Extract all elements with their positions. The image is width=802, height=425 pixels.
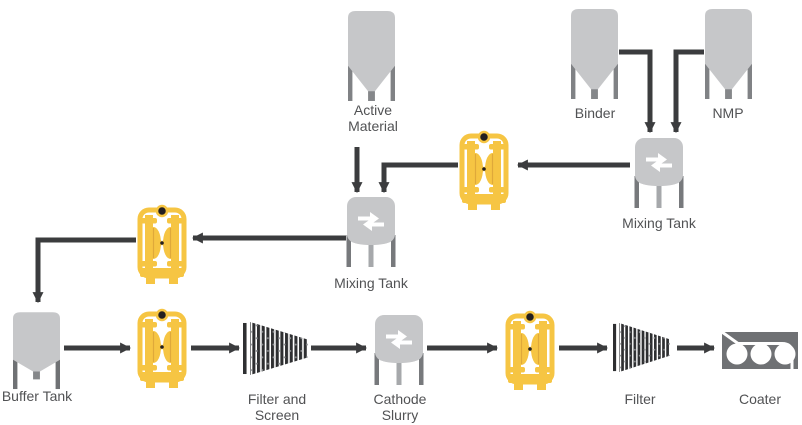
flow-arrow [670,49,704,134]
tank-icon [13,310,60,390]
label-cathode-slurry: Cathode Slurry [373,391,427,423]
label-filter-screen: Filter and Screen [247,391,307,423]
label-binder: Binder [574,105,616,121]
filter [613,323,670,372]
silo-active-material [348,8,395,102]
hopper-silo-icon [348,8,395,102]
filter-and-screen [243,322,308,375]
filter-cone-icon [613,323,670,372]
mixing-tank-recycle-icon [345,195,397,267]
label-buffer-tank: Buffer Tank [1,388,73,404]
hopper-silo-icon [705,6,752,100]
mixing-tank-main [345,195,397,267]
tank-cathode-slurry [373,313,425,385]
filter-cone-icon [243,322,308,375]
label-filter: Filter [624,391,656,407]
mixing-tank-recycle-icon [633,136,685,208]
silo-nmp [705,6,752,100]
diaphragm-pump-icon [136,204,188,286]
mixing-tank-binder-nmp [633,136,685,208]
diaphragm-pump-icon [136,308,188,390]
label-coater: Coater [738,391,782,407]
diaphragm-pump-2 [136,204,188,286]
diaphragm-pump-icon [458,130,510,212]
diaphragm-pump-1 [458,130,510,212]
diaphragm-pump-3 [136,308,188,390]
flow-arrow [619,49,656,134]
mixing-tank-recycle-icon [373,313,425,385]
coater-rollers-icon [722,332,798,369]
hopper-silo-icon [571,6,618,100]
coater [722,332,798,369]
silo-binder [571,6,618,100]
flow-arrow [378,162,458,194]
label-active-material: Active Material [348,102,398,134]
label-mixing-tank-right: Mixing Tank [622,215,696,231]
diaphragm-pump-4 [504,310,556,392]
diaphragm-pump-icon [504,310,556,392]
buffer-tank [13,310,60,390]
label-mixing-tank-center: Mixing Tank [334,275,408,291]
label-nmp: NMP [712,105,744,121]
flow-arrow [32,237,136,304]
